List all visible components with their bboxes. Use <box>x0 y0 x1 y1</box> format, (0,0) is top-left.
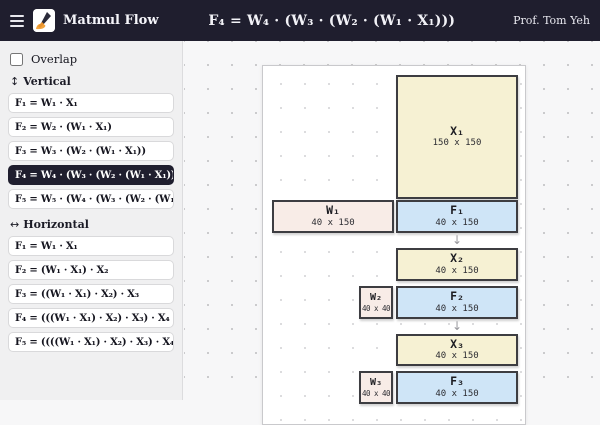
matrix-box-w1: W₁ 40 x 150 <box>272 200 394 233</box>
matrix-dims: 40 x 150 <box>435 303 479 314</box>
formula-item-label: F₅ = W₅ · (W₄ · (W₃ · (W₂ · (W₁ · X₁)))) <box>15 193 174 205</box>
matrix-dims: 40 x 150 <box>435 265 479 276</box>
formula-item-label: F₄ = W₄ · (W₃ · (W₂ · (W₁ · X₁))) <box>15 169 174 181</box>
matrix-box-f3: F₃ 40 x 150 <box>396 371 518 404</box>
matrix-label: W₃ <box>369 377 383 389</box>
formula-item-label: F₃ = ((W₁ · X₁) · X₂) · X₃ <box>15 288 139 300</box>
matrix-dims: 40 x 150 <box>311 217 355 228</box>
app-header: Matmul Flow F₄ = W₄ · (W₃ · (W₂ · (W₁ · … <box>0 0 600 41</box>
matrix-label: X₂ <box>450 251 464 266</box>
formula-item-label: F₂ = W₂ · (W₁ · X₁) <box>15 121 112 133</box>
matrix-dims: 40 x 40 <box>361 303 391 313</box>
matrix-label: X₁ <box>450 123 464 138</box>
formula-item[interactable]: F₁ = W₁ · X₁ <box>8 93 174 113</box>
formula-item-label: F₅ = ((((W₁ · X₁) · X₂) · X₃) · X₄) · X₅ <box>15 336 174 348</box>
down-arrow-icon: ↓ <box>451 319 463 333</box>
overlap-option-row: Overlap <box>10 52 174 66</box>
formula-item-label: F₄ = (((W₁ · X₁) · X₂) · X₃) · X₄ <box>15 312 170 324</box>
vertical-section-label: ↕ Vertical <box>10 75 174 88</box>
vertical-section-text: Vertical <box>23 75 71 88</box>
formula-item-label: F₃ = W₃ · (W₂ · (W₁ · X₁)) <box>15 145 146 157</box>
matrix-dims: 40 x 150 <box>435 351 479 362</box>
overlap-label: Overlap <box>31 52 78 66</box>
matrix-label: X₃ <box>450 336 464 351</box>
matrix-box-x3: X₃ 40 x 150 <box>396 334 518 366</box>
matrix-dims: 150 x 150 <box>432 138 482 149</box>
formula-item[interactable]: F₃ = ((W₁ · X₁) · X₂) · X₃ <box>8 284 174 304</box>
sidebar: Overlap ↕ Vertical F₁ = W₁ · X₁ F₂ = W₂ … <box>0 41 183 400</box>
matrix-label: W₁ <box>326 203 340 218</box>
matrix-box-f1: F₁ 40 x 150 <box>396 200 518 233</box>
flow-board: X₁ 150 x 150 W₁ 40 x 150 F₁ 40 x 150 ↓ X… <box>262 65 526 425</box>
formula-item[interactable]: F₁ = W₁ · X₁ <box>8 236 174 256</box>
author-name: Prof. Tom Yeh <box>513 14 590 27</box>
formula-item-label: F₂ = (W₁ · X₁) · X₂ <box>15 264 109 276</box>
matrix-label: W₂ <box>369 292 383 304</box>
formula-item[interactable]: F₅ = ((((W₁ · X₁) · X₂) · X₃) · X₄) · X₅ <box>8 332 174 352</box>
horizontal-formula-list: F₁ = W₁ · X₁ F₂ = (W₁ · X₁) · X₂ F₃ = ((… <box>8 236 174 352</box>
formula-item[interactable]: F₃ = W₃ · (W₂ · (W₁ · X₁)) <box>8 141 174 161</box>
formula-item[interactable]: F₂ = W₂ · (W₁ · X₁) <box>8 117 174 137</box>
hamburger-menu-icon[interactable] <box>10 14 24 27</box>
formula-item-label: F₁ = W₁ · X₁ <box>15 240 78 252</box>
app-logo <box>33 9 55 32</box>
formula-item[interactable]: F₄ = W₄ · (W₃ · (W₂ · (W₁ · X₁))) <box>8 165 174 185</box>
formula-item[interactable]: F₂ = (W₁ · X₁) · X₂ <box>8 260 174 280</box>
main-canvas[interactable]: X₁ 150 x 150 W₁ 40 x 150 F₁ 40 x 150 ↓ X… <box>184 41 600 425</box>
formula-item[interactable]: F₄ = (((W₁ · X₁) · X₂) · X₃) · X₄ <box>8 308 174 328</box>
matrix-dims: 40 x 40 <box>361 388 391 398</box>
overlap-checkbox[interactable] <box>10 52 23 66</box>
formula-item[interactable]: F₅ = W₅ · (W₄ · (W₃ · (W₂ · (W₁ · X₁)))) <box>8 189 174 209</box>
matrix-box-x1: X₁ 150 x 150 <box>396 75 518 199</box>
formula-item-label: F₁ = W₁ · X₁ <box>15 97 78 109</box>
matrix-box-w2: W₂ 40 x 40 <box>359 286 393 319</box>
matrix-label: F₁ <box>450 203 464 218</box>
vertical-arrows-icon: ↕ <box>10 75 20 88</box>
matrix-box-w3: W₃ 40 x 40 <box>359 371 393 404</box>
matrix-dims: 40 x 150 <box>435 388 479 399</box>
matrix-label: F₂ <box>450 289 464 304</box>
matrix-dims: 40 x 150 <box>435 217 479 228</box>
matrix-label: F₃ <box>450 374 464 389</box>
horizontal-section-text: Horizontal <box>23 218 89 231</box>
horizontal-section-label: ↔ Horizontal <box>10 218 174 231</box>
matrix-box-x2: X₂ 40 x 150 <box>396 248 518 281</box>
hand-pen-logo-icon <box>33 9 55 32</box>
matrix-box-f2: F₂ 40 x 150 <box>396 286 518 319</box>
down-arrow-icon: ↓ <box>451 233 463 247</box>
page-title: Matmul Flow <box>63 13 159 28</box>
vertical-formula-list: F₁ = W₁ · X₁ F₂ = W₂ · (W₁ · X₁) F₃ = W₃… <box>8 93 174 209</box>
current-formula-display: F₄ = W₄ · (W₃ · (W₂ · (W₁ · X₁))) <box>208 12 456 29</box>
horizontal-arrows-icon: ↔ <box>10 218 20 231</box>
